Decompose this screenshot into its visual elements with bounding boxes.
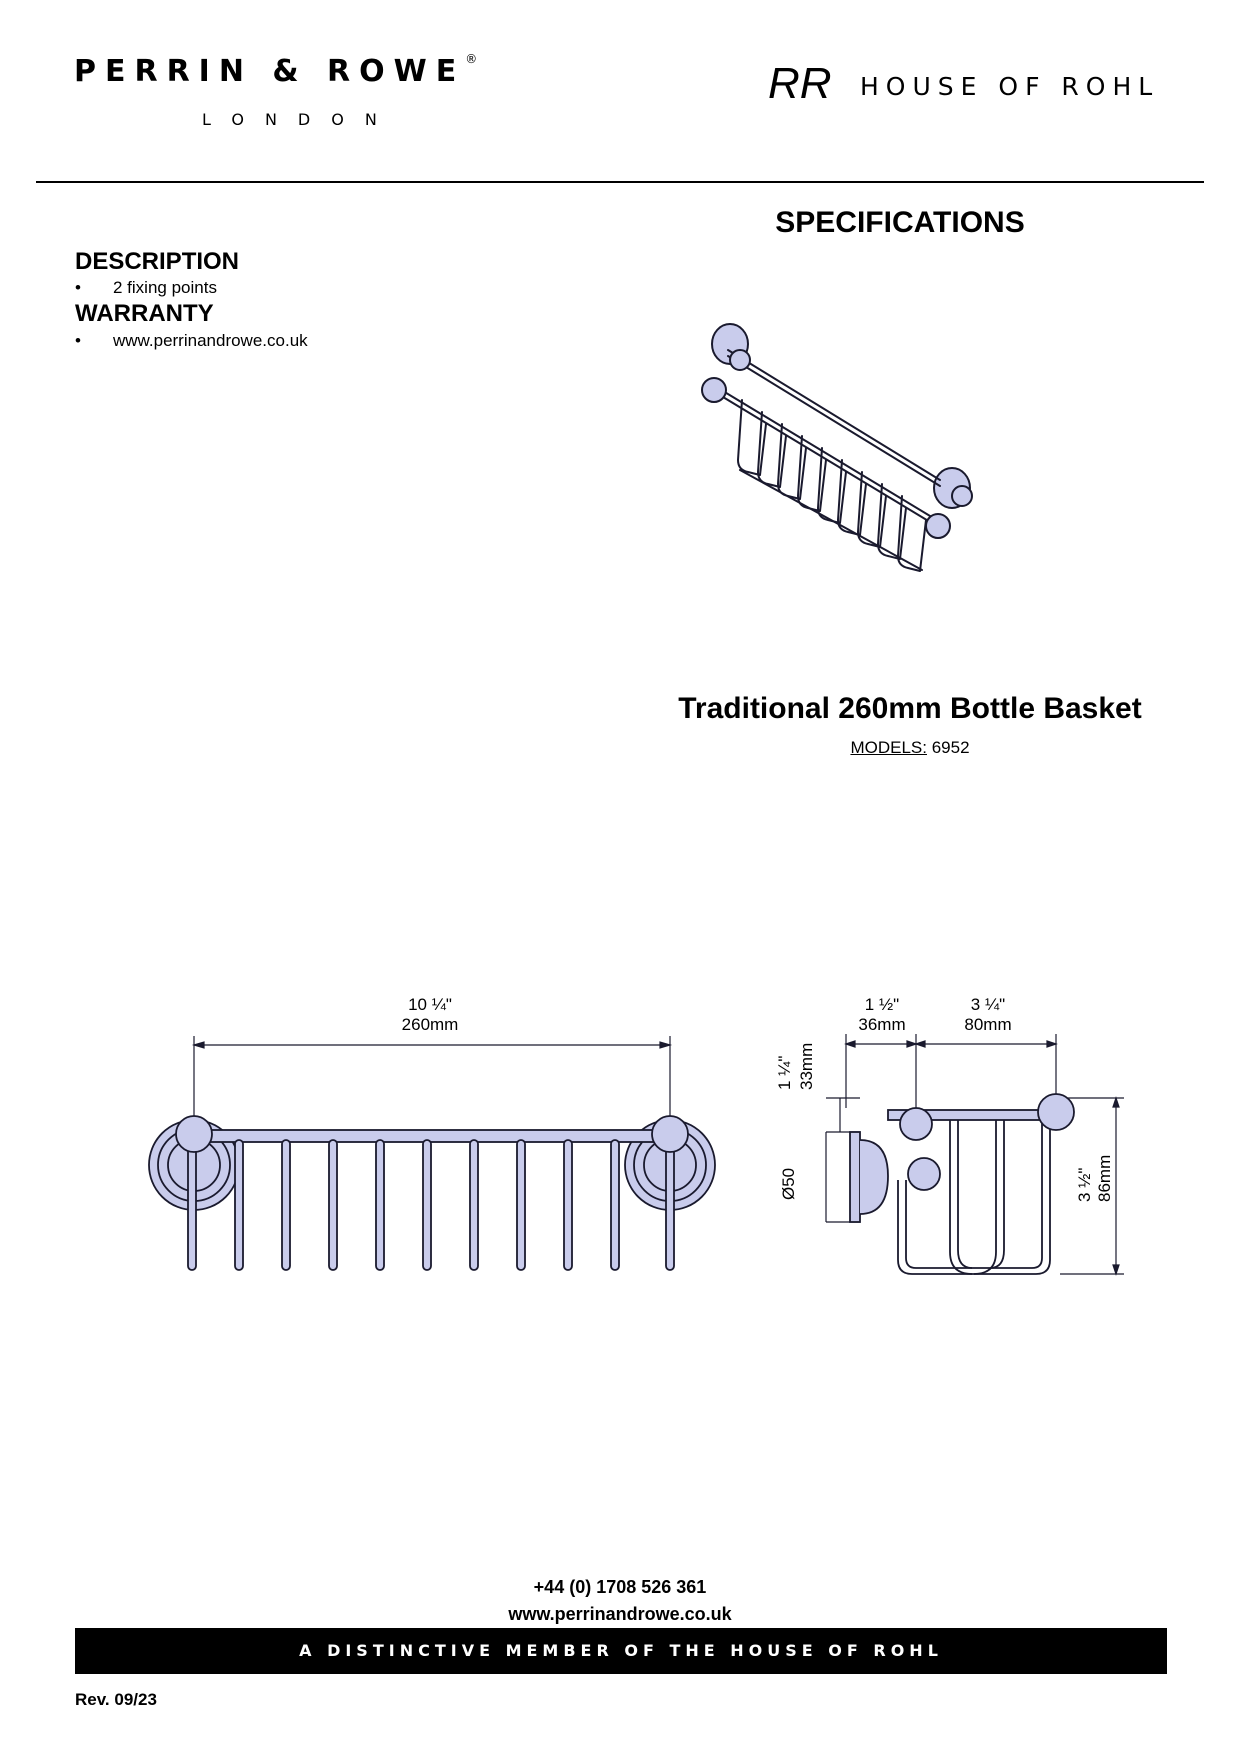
rohl-monogram-text: RR: [768, 59, 832, 108]
side-depth1-imperial: 1 ½": [865, 995, 899, 1014]
description-heading: DESCRIPTION: [75, 248, 240, 275]
rohl-monogram-logo: RR: [768, 59, 832, 108]
description-item: • 2 fixing points: [75, 278, 217, 298]
basket-wires: [187, 1139, 675, 1271]
side-depth2-imperial: 3 ¼": [971, 995, 1005, 1014]
bullet-glyph: •: [75, 278, 81, 297]
revision-label: Rev. 09/23: [75, 1690, 157, 1709]
side-rose-diameter: Ø50: [779, 1168, 798, 1200]
front-width-dimension-line: [191, 1036, 673, 1120]
brand-sublabel: LONDON: [202, 110, 398, 129]
models-value: 6952: [931, 738, 970, 757]
side-offset-imperial: 1 ¼": [775, 1056, 794, 1090]
front-width-metric: 260mm: [402, 1015, 459, 1034]
perrin-rowe-logo: PERRIN & ROWE®: [74, 52, 477, 89]
footer-website[interactable]: www.perrinandrowe.co.uk: [508, 1604, 732, 1624]
side-depth2-metric: 80mm: [964, 1015, 1011, 1034]
brand-name: PERRIN & ROWE: [74, 54, 466, 89]
registered-mark: ®: [465, 52, 478, 66]
warranty-link[interactable]: www.perrinandrowe.co.uk: [113, 331, 308, 350]
bullet-glyph: •: [75, 331, 81, 350]
footer-phone[interactable]: +44 (0) 1708 526 361: [533, 1577, 707, 1597]
side-offset-metric: 33mm: [797, 1043, 816, 1090]
specifications-title: SPECIFICATIONS: [775, 206, 1025, 239]
basket-isometric-drawing: [701, 323, 973, 572]
warranty-heading: WARRANTY: [75, 300, 214, 327]
side-elevation-drawing: 1 ½" 36mm 3 ¼" 80mm 1 ¼" 33mm Ø50 3 ½" 8…: [775, 995, 1124, 1276]
side-depth1-metric: 36mm: [858, 1015, 905, 1034]
side-height-imperial: 3 ½": [1075, 1168, 1094, 1202]
side-height-metric: 86mm: [1095, 1155, 1114, 1202]
models-line: MODELS: 6952: [700, 738, 1120, 758]
warranty-item: • www.perrinandrowe.co.uk: [75, 331, 308, 351]
header-divider: [36, 181, 1204, 183]
models-label: MODELS:: [850, 738, 927, 757]
front-width-imperial: 10 ¼": [408, 995, 452, 1014]
side-depth-dimension-lines: [844, 1034, 1058, 1108]
description-text: 2 fixing points: [113, 278, 217, 297]
product-title: Traditional 260mm Bottle Basket: [678, 692, 1142, 725]
house-of-rohl-logo: HOUSE OF ROHL: [860, 72, 1160, 101]
front-elevation-drawing: 10 ¼" 260mm: [148, 995, 716, 1271]
side-height-dimension-line: [1060, 1096, 1124, 1276]
house-of-rohl-banner: A DISTINCTIVE MEMBER OF THE HOUSE OF ROH…: [75, 1628, 1167, 1674]
